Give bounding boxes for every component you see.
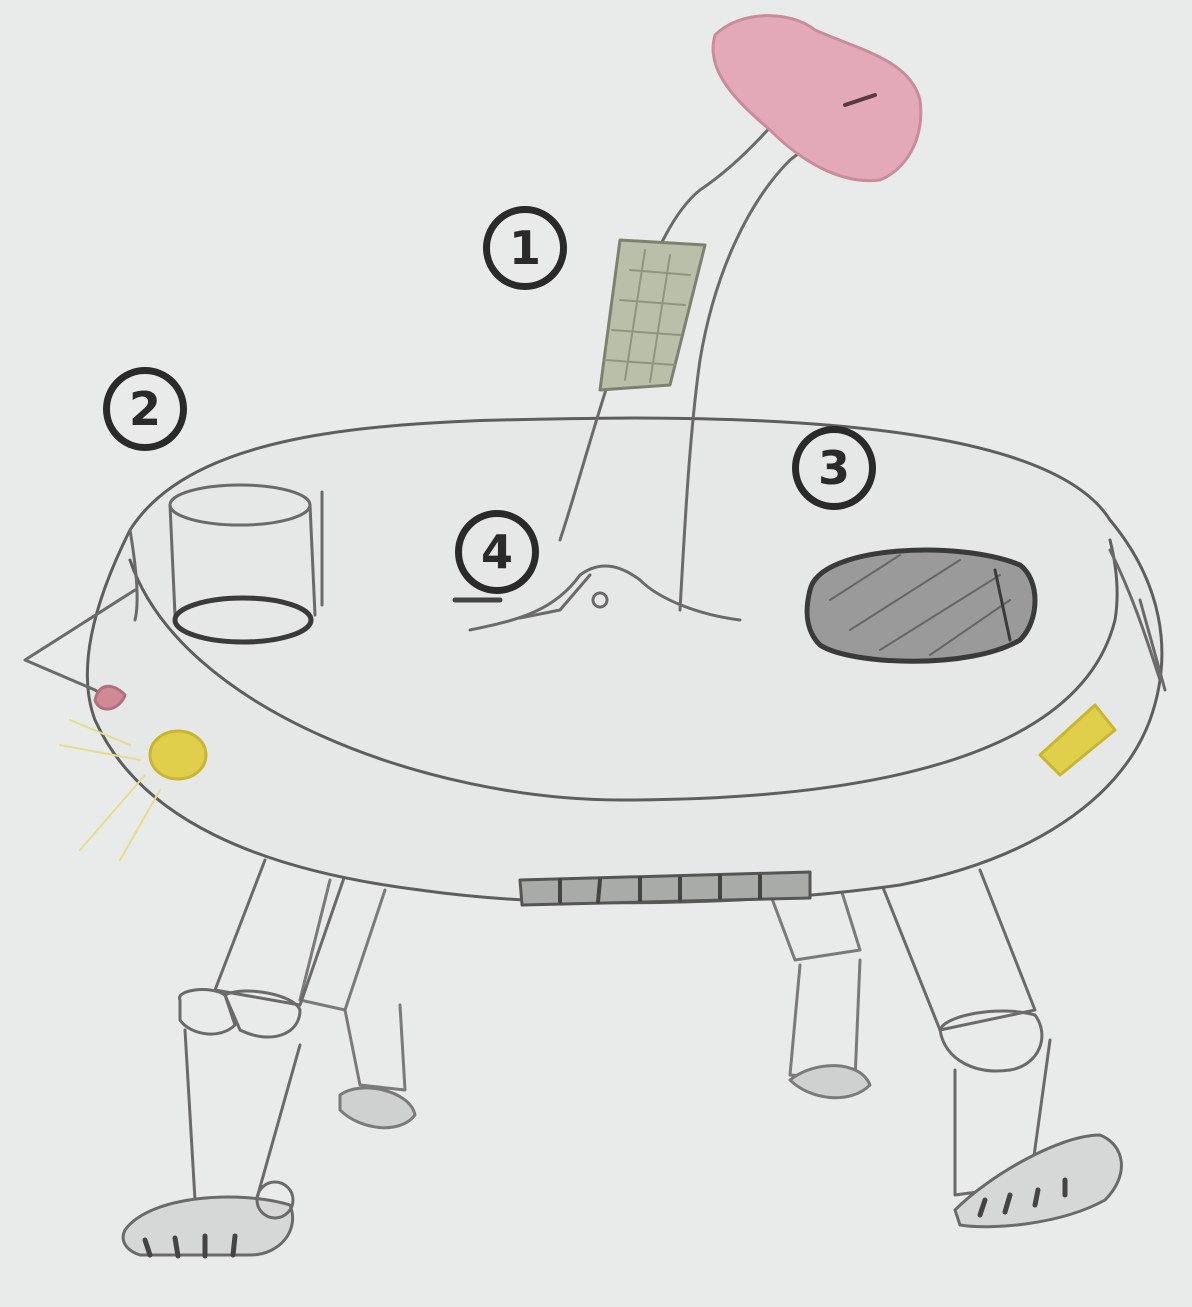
rear-right-leg [765, 870, 870, 1098]
porthole-window [807, 550, 1035, 661]
ship-body [87, 418, 1165, 903]
front-right-leg [880, 870, 1121, 1227]
number-marker-4: 4 [455, 510, 539, 594]
green-panel [600, 240, 705, 390]
number-marker-3: 3 [792, 426, 876, 510]
front-left-leg [123, 860, 345, 1256]
number-marker-2: 2 [103, 367, 187, 451]
rear-left-leg [300, 880, 415, 1128]
number-marker-1: 1 [483, 206, 567, 290]
